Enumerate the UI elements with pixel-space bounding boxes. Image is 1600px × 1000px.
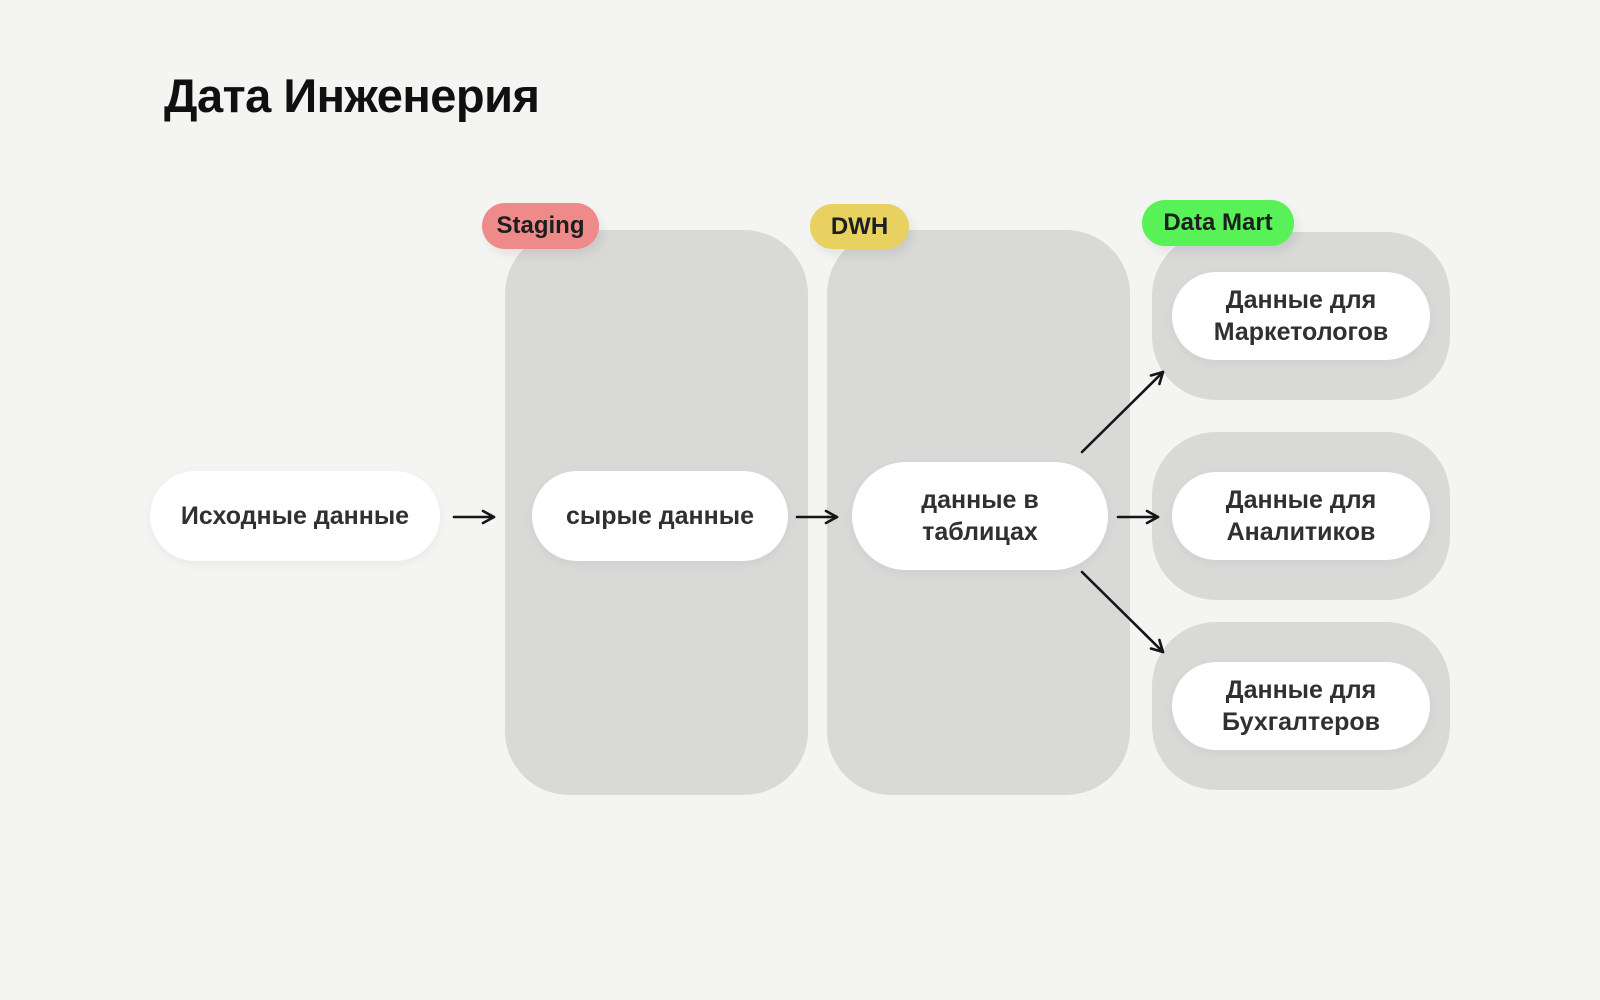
datamart-badge-label: Data Mart	[1163, 209, 1273, 236]
node-marketing-data-line2: Маркетологов	[1213, 318, 1389, 346]
node-analytics-data: Данные для Аналитиков	[1172, 472, 1430, 560]
node-analytics-data-line2: Аналитиков	[1226, 518, 1376, 546]
node-table-data: данные в таблицах	[852, 462, 1108, 570]
node-marketing-data: Данные для Маркетологов	[1172, 272, 1430, 360]
node-source-data-label: Исходные данные	[180, 502, 410, 530]
node-raw-data-label: сырые данные	[566, 502, 754, 530]
node-accounting-data-line1: Данные для	[1225, 676, 1377, 704]
staging-badge: Staging	[482, 203, 599, 249]
dwh-badge-label: DWH	[830, 212, 889, 240]
node-raw-data: сырые данные	[532, 471, 788, 561]
datamart-badge: Data Mart	[1142, 200, 1294, 246]
node-analytics-data-line1: Данные для	[1225, 486, 1377, 514]
node-source-data: Исходные данные	[150, 471, 440, 561]
page-title: Дата Инженерия	[164, 69, 540, 122]
node-table-data-line1: данные в	[921, 486, 1039, 514]
staging-badge-label: Staging	[496, 212, 585, 239]
node-table-data-line2: таблицах	[922, 518, 1038, 546]
node-accounting-data: Данные для Бухгалтеров	[1172, 662, 1430, 750]
dwh-badge: DWH	[810, 204, 909, 249]
node-marketing-data-line1: Данные для	[1225, 286, 1377, 314]
node-accounting-data-line2: Бухгалтеров	[1221, 708, 1380, 736]
